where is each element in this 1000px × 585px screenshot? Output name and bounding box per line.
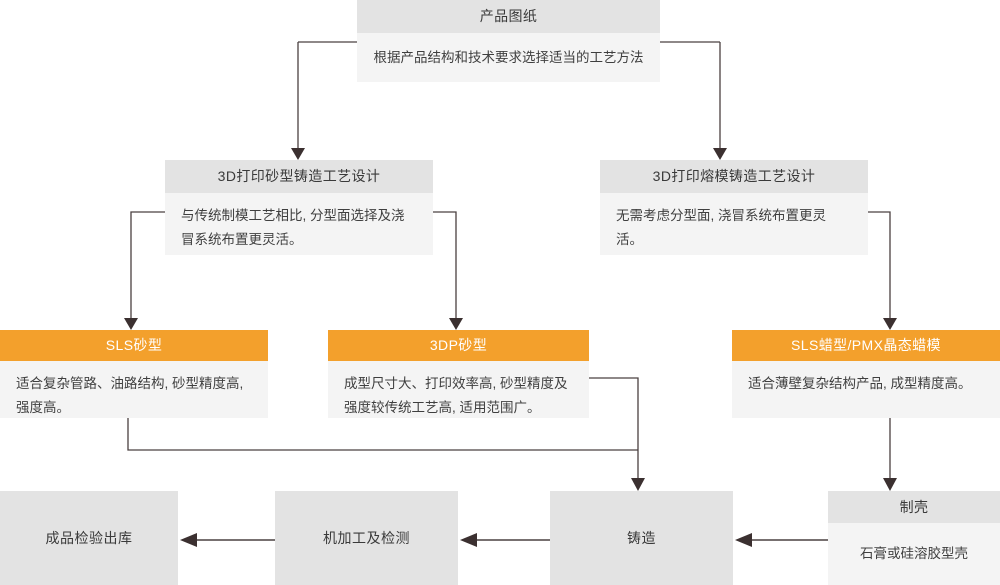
node-sls-sand-header: SLS砂型	[0, 330, 268, 361]
node-sand-casting-design[interactable]: 3D打印砂型铸造工艺设计 与传统制模工艺相比, 分型面选择及浇冒系统布置更灵活。	[165, 160, 433, 255]
connector-sls-sand-to-casting	[127, 418, 638, 451]
arrowhead-to-3dp-sand	[449, 318, 463, 330]
node-sls-sand-body: 适合复杂管路、油路结构, 砂型精度高, 强度高。	[0, 361, 268, 418]
arrowhead-casting-to-machining	[460, 533, 477, 547]
connector-3dp-sand-to-casting	[589, 377, 639, 478]
node-investment-casting-design-header: 3D打印熔模铸造工艺设计	[600, 160, 868, 193]
node-product-drawing-body: 根据产品结构和技术要求选择适当的工艺方法	[357, 33, 660, 82]
arrowhead-to-shell-making	[883, 478, 897, 491]
node-sls-wax-header: SLS蜡型/PMX晶态蜡模	[732, 330, 1000, 361]
arrowhead-to-sand-design	[291, 148, 305, 160]
node-3dp-sand-header: 3DP砂型	[328, 330, 589, 361]
node-shell-making[interactable]: 制壳 石膏或硅溶胶型壳	[828, 491, 1000, 585]
node-sls-sand[interactable]: SLS砂型 适合复杂管路、油路结构, 砂型精度高, 强度高。	[0, 330, 268, 418]
node-investment-casting-design[interactable]: 3D打印熔模铸造工艺设计 无需考虑分型面, 浇冒系统布置更灵活。	[600, 160, 868, 255]
node-product-drawing-header: 产品图纸	[357, 0, 660, 33]
node-investment-casting-design-body: 无需考虑分型面, 浇冒系统布置更灵活。	[600, 193, 868, 255]
connector-sand-design-to-3dp	[433, 211, 457, 318]
arrowhead-to-sls-wax	[883, 318, 897, 330]
node-final-inspection[interactable]: 成品检验出库	[0, 491, 178, 585]
arrowhead-machining-to-final	[180, 533, 197, 547]
node-sand-casting-design-body: 与传统制模工艺相比, 分型面选择及浇冒系统布置更灵活。	[165, 193, 433, 255]
arrowhead-to-casting	[631, 478, 645, 491]
node-product-drawing[interactable]: 产品图纸 根据产品结构和技术要求选择适当的工艺方法	[357, 0, 660, 82]
node-machining-inspection-label: 机加工及检测	[323, 530, 410, 546]
node-casting-label: 铸造	[627, 530, 656, 546]
node-shell-making-body: 石膏或硅溶胶型壳	[828, 523, 1000, 585]
arrowhead-to-sls-sand	[124, 318, 138, 330]
node-casting[interactable]: 铸造	[550, 491, 733, 585]
arrowhead-to-investment-design	[713, 148, 727, 160]
node-3dp-sand-body: 成型尺寸大、打印效率高, 砂型精度及强度较传统工艺高, 适用范围广。	[328, 361, 589, 418]
node-shell-making-header: 制壳	[828, 491, 1000, 523]
node-sand-casting-design-header: 3D打印砂型铸造工艺设计	[165, 160, 433, 193]
node-final-inspection-label: 成品检验出库	[45, 530, 133, 546]
arrowhead-shell-to-casting	[735, 533, 752, 547]
connector-sand-design-to-sls	[130, 211, 165, 318]
node-machining-inspection[interactable]: 机加工及检测	[275, 491, 458, 585]
node-3dp-sand[interactable]: 3DP砂型 成型尺寸大、打印效率高, 砂型精度及强度较传统工艺高, 适用范围广。	[328, 330, 589, 418]
node-sls-wax-body: 适合薄壁复杂结构产品, 成型精度高。	[732, 361, 1000, 418]
node-sls-wax[interactable]: SLS蜡型/PMX晶态蜡模 适合薄壁复杂结构产品, 成型精度高。	[732, 330, 1000, 418]
connector-investment-design-to-sls-wax	[868, 211, 891, 318]
